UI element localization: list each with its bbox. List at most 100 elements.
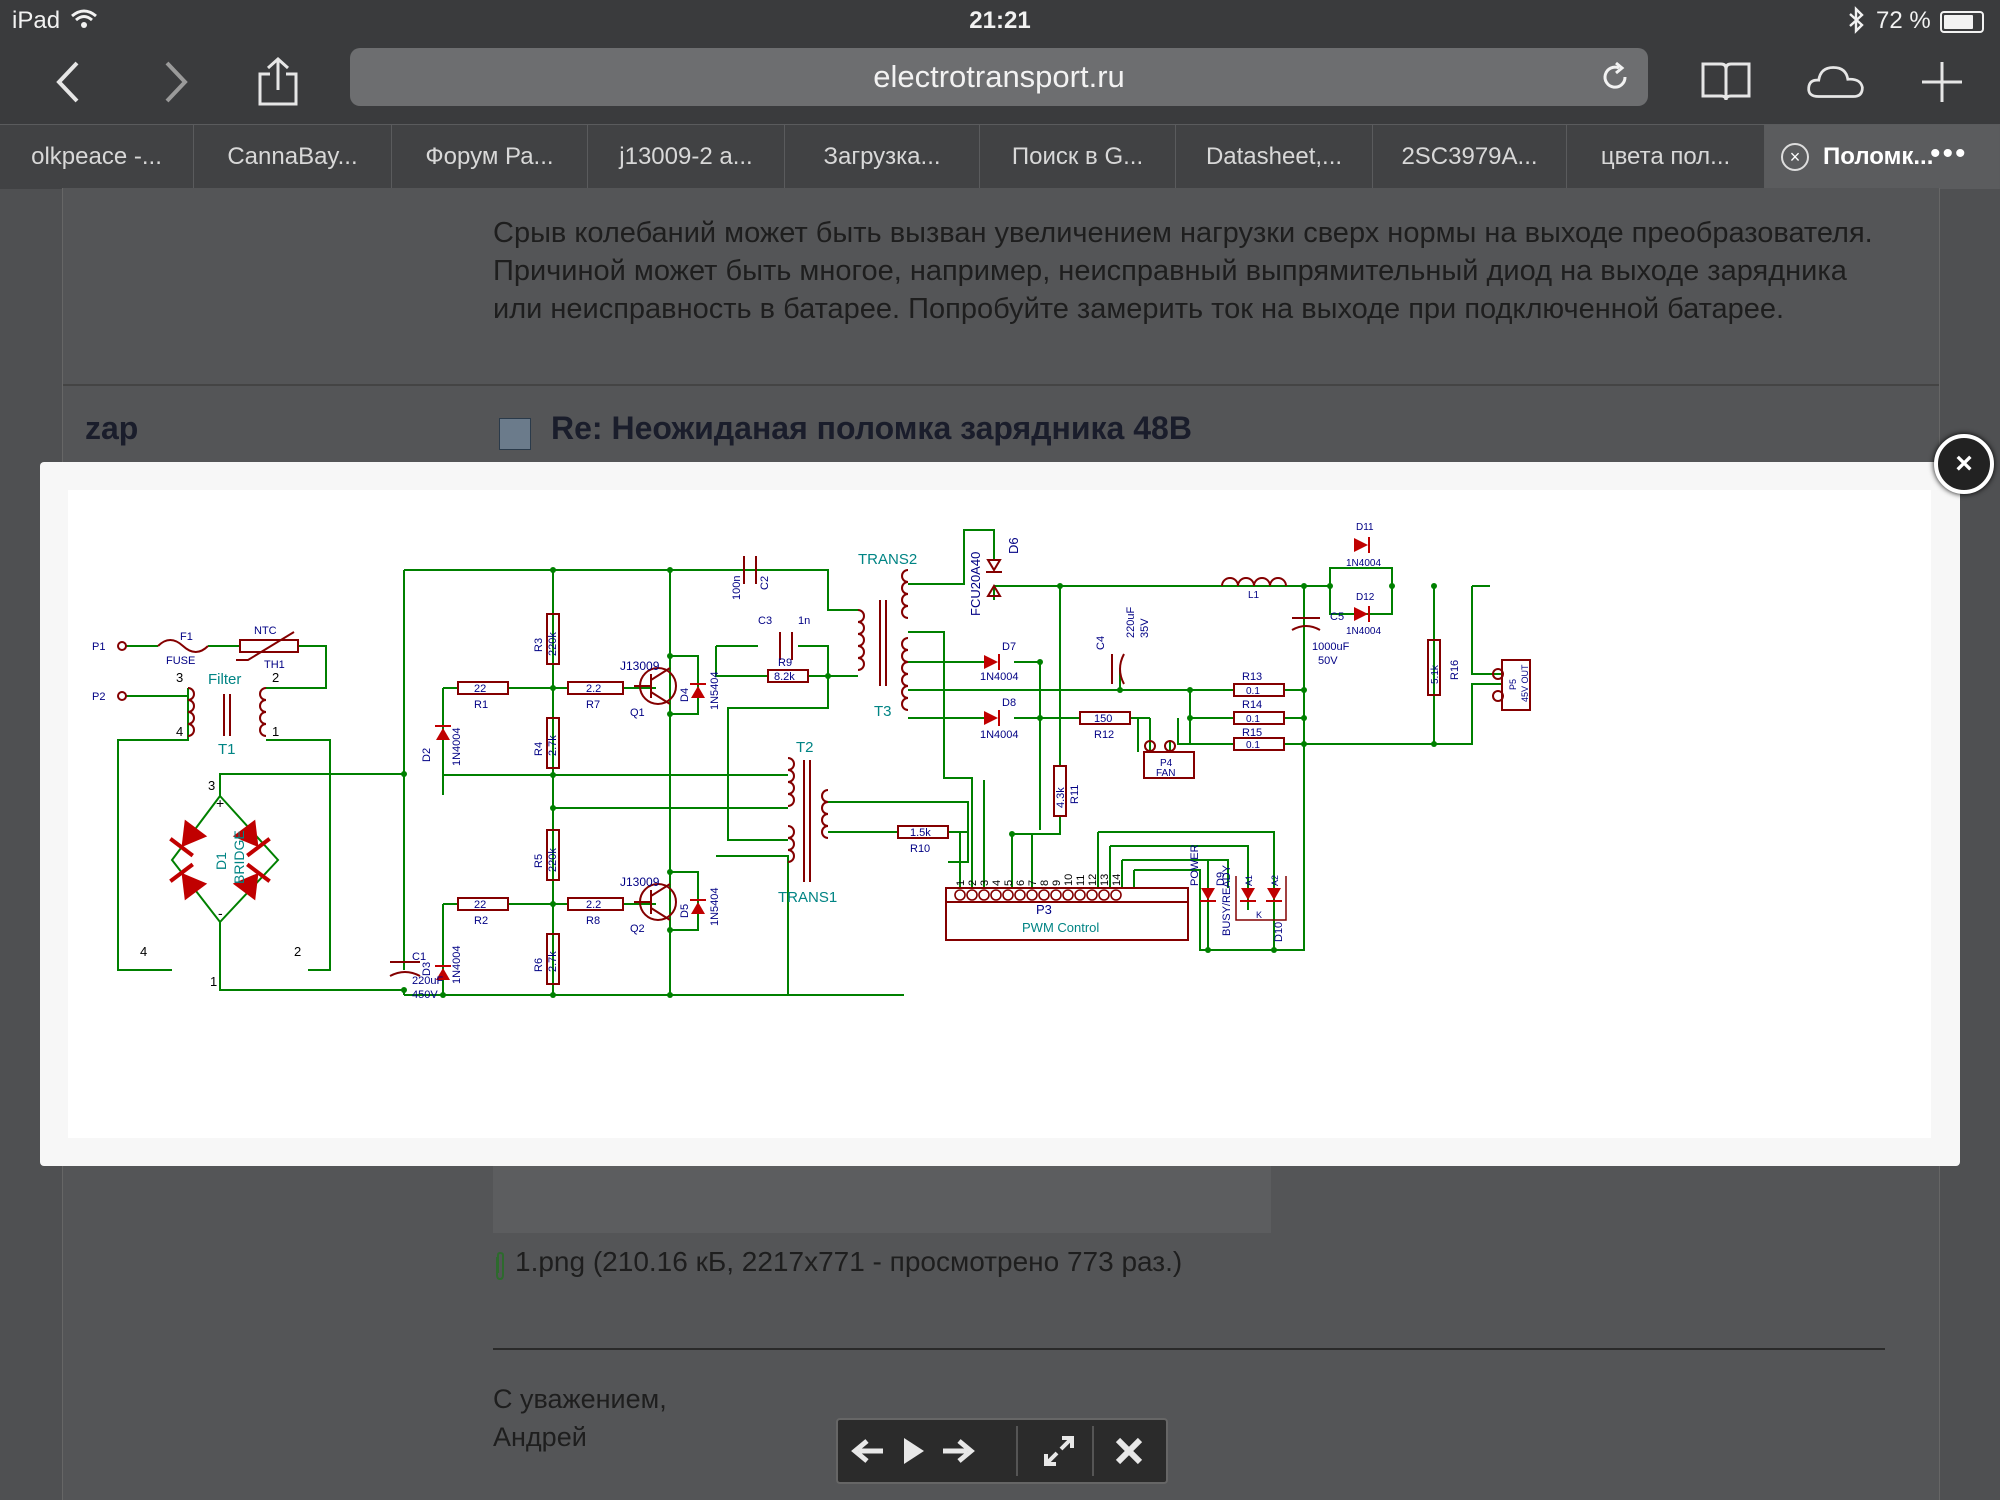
label: 22 — [474, 899, 486, 911]
label: 1N5404 — [709, 671, 721, 710]
label: FCU20A40 — [968, 552, 983, 616]
tab-5[interactable]: Загрузка... — [785, 125, 980, 189]
tab-6[interactable]: Поиск в G... — [980, 125, 1176, 189]
p3-pin-2 — [966, 889, 978, 901]
tab-8[interactable]: 2SC3979A... — [1373, 125, 1567, 189]
share-icon — [258, 56, 298, 106]
post-author[interactable]: zap — [85, 410, 139, 446]
tab-1[interactable]: olkpeace -... — [0, 125, 194, 189]
p3-pin-label: 14 — [1111, 874, 1123, 886]
tab-9[interactable]: цвета пол... — [1567, 125, 1765, 189]
label: C4 — [1095, 636, 1107, 650]
signature-divider — [493, 1348, 1885, 1350]
tab-bar: olkpeace -... CannaBay... Форум Ра... j1… — [0, 124, 2000, 189]
label: J13009 — [620, 659, 660, 673]
label: 3 — [208, 778, 215, 793]
label: 1.5k — [910, 827, 931, 839]
label: D1 — [213, 852, 229, 870]
label: D8 — [1002, 697, 1016, 709]
label: 220uF — [1125, 607, 1137, 638]
clock: 21:21 — [969, 7, 1031, 34]
label: C2 — [759, 576, 771, 590]
label: 1N4004 — [980, 729, 1019, 741]
back-button[interactable] — [38, 52, 98, 112]
junctions — [401, 567, 1437, 998]
p3-pin-label: 8 — [1039, 880, 1051, 886]
p3-pin-10 — [1062, 889, 1074, 901]
label: R6 — [533, 958, 545, 972]
status-bar: iPad 21:21 72 % — [0, 0, 2000, 42]
active-tab-label: Поломк... — [1823, 143, 1934, 170]
attachment-caption[interactable]: 1.png (210.16 кБ, 2217x771 - просмотрено… — [515, 1246, 1183, 1277]
address-bar[interactable]: electrotransport.ru — [350, 48, 1648, 106]
p3-pin-label: 7 — [1027, 880, 1039, 886]
label: 2.2 — [586, 683, 601, 695]
label: 1N4004 — [451, 945, 463, 984]
next-image-button[interactable] — [938, 1420, 978, 1482]
label: PWM Control — [1022, 920, 1099, 935]
cloud-icon — [1807, 66, 1864, 98]
label: R7 — [586, 699, 600, 711]
label: 1N4004 — [1346, 626, 1381, 637]
label: P2 — [92, 691, 105, 703]
label: 22 — [474, 683, 486, 695]
tab-7[interactable]: Datasheet,... — [1176, 125, 1373, 189]
lightbox-close-button[interactable]: × — [1934, 434, 1994, 494]
label: R2 — [474, 915, 488, 927]
tab-4[interactable]: j13009-2 а... — [588, 125, 785, 189]
label: P1 — [92, 641, 105, 653]
p3-pin-8 — [1038, 889, 1050, 901]
chevron-right-icon — [165, 61, 188, 103]
share-button[interactable] — [248, 52, 308, 112]
tab-3[interactable]: Форум Ра... — [392, 125, 588, 189]
p3-pin-label: 10 — [1063, 874, 1075, 886]
label: P4 — [1160, 758, 1173, 769]
post-line: Срыв колебаний может быть вызван увеличе… — [493, 217, 1873, 249]
label: D10 — [1273, 922, 1285, 942]
label: R16 — [1449, 660, 1461, 680]
post-divider — [63, 384, 1939, 386]
close-slideshow-button[interactable] — [1102, 1420, 1156, 1482]
play-slideshow-button[interactable] — [894, 1420, 934, 1482]
reading-list-button[interactable] — [1696, 52, 1756, 112]
signature: С уважением, Андрей — [493, 1380, 667, 1456]
label: D5 — [679, 904, 691, 918]
label: 1000uF — [1312, 641, 1350, 653]
p3-pin-label: 4 — [991, 880, 1003, 886]
label: FUSE — [166, 655, 195, 667]
p3-pin-12 — [1086, 889, 1098, 901]
post-title[interactable]: Re: Неожиданая поломка зарядника 48В — [551, 410, 1192, 446]
p3-pin-label: 1 — [955, 880, 967, 886]
attachment-thumbnail[interactable] — [493, 1163, 1271, 1233]
label: R5 — [533, 854, 545, 868]
label: Filter — [208, 671, 241, 688]
reload-button[interactable] — [1596, 58, 1634, 96]
paperclip-icon — [493, 1251, 507, 1288]
p3-pin-11 — [1074, 889, 1086, 901]
icloud-tabs-button[interactable] — [1806, 52, 1866, 112]
label: 0.1 — [1246, 740, 1260, 751]
label: 50V — [1318, 655, 1338, 667]
label: P5 — [1508, 679, 1518, 690]
label: C1 — [412, 951, 426, 963]
p3-pin-14 — [1110, 889, 1122, 901]
close-tab-icon[interactable]: × — [1781, 143, 1809, 171]
label: R14 — [1242, 699, 1262, 711]
forward-button[interactable] — [146, 52, 206, 112]
label: D3 — [421, 962, 433, 976]
previous-image-button[interactable] — [848, 1420, 888, 1482]
label: 2.7k — [547, 951, 559, 972]
tab-active[interactable]: × Поломк... — [1765, 125, 2000, 189]
fullscreen-button[interactable] — [1034, 1420, 1084, 1482]
label: T3 — [874, 703, 892, 720]
label: R11 — [1069, 785, 1081, 804]
tab-overflow-button[interactable]: ••• — [1930, 137, 1968, 170]
label: Q2 — [630, 923, 645, 935]
new-tab-button[interactable] — [1912, 52, 1972, 112]
close-icon — [1115, 1437, 1143, 1465]
browser-toolbar: electrotransport.ru — [0, 42, 2000, 124]
label: 1N4004 — [980, 671, 1019, 683]
label: K — [1256, 910, 1262, 920]
tab-2[interactable]: CannaBay... — [194, 125, 392, 189]
label: F1 — [180, 631, 193, 643]
